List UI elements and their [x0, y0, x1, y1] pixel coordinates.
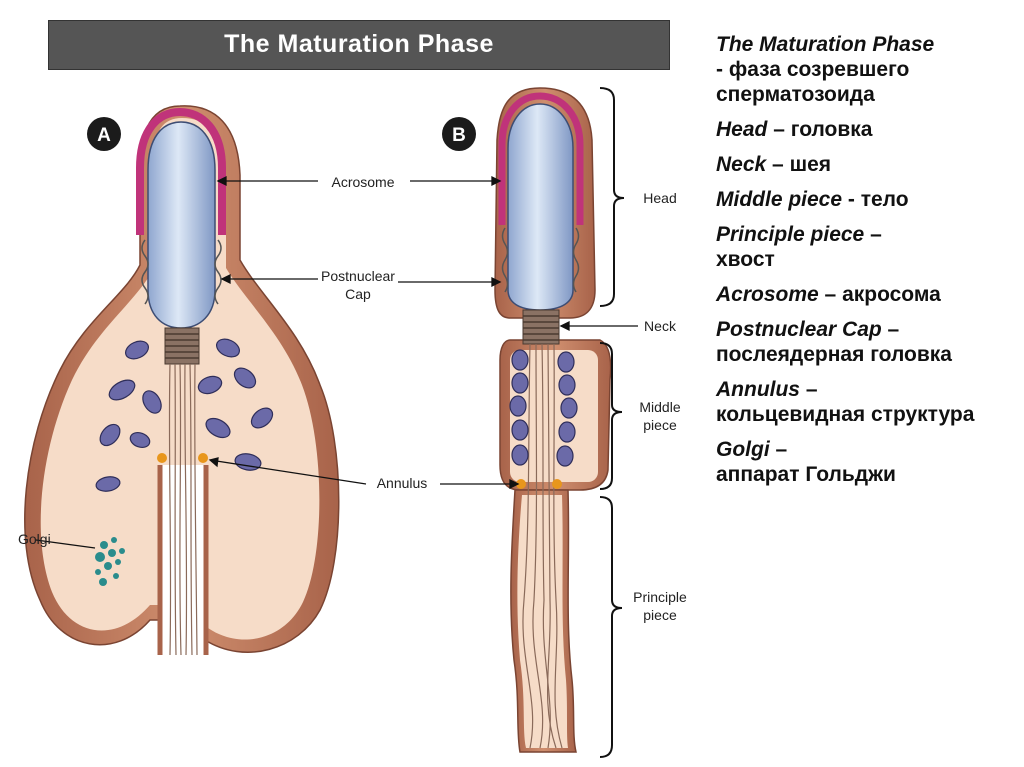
golgi-body — [95, 537, 125, 586]
figure-title: The Maturation Phase — [224, 30, 494, 58]
acrosome-a — [136, 107, 226, 235]
panel-b-letter: B — [452, 125, 466, 146]
legend-entry: Middle piece - тело — [716, 187, 1016, 212]
title-bar: The Maturation Phase — [48, 20, 670, 70]
legend-translation: - фаза созревшего сперматозоида — [716, 58, 910, 106]
axoneme-b — [522, 343, 563, 749]
label-principle-1: Principle — [633, 589, 687, 605]
label-principle-2: piece — [643, 607, 677, 623]
legend-translation: головка — [790, 118, 873, 141]
legend-sep: – — [864, 223, 882, 246]
legend-translation: кольцевидная структура — [716, 403, 975, 426]
panel-a-letter: A — [97, 125, 111, 146]
neck-coil-a — [164, 327, 200, 365]
label-head: Head — [643, 190, 676, 206]
legend-entry: Head – головка — [716, 117, 1016, 142]
legend-entry: Acrosome – акросома — [716, 282, 1016, 307]
annulus-b — [516, 479, 526, 489]
mitochondria-b — [509, 349, 578, 467]
legend-entry: Annulus – кольцевидная структура — [716, 377, 1016, 427]
legend-translation: тело — [860, 188, 909, 211]
legend-term: Acrosome — [716, 283, 819, 306]
annulus-a-right — [198, 453, 208, 463]
translation-legend: The Maturation Phase- фаза созревшего сп… — [716, 32, 1016, 497]
acrosome-b — [498, 92, 584, 225]
legend-translation: аппарат Гольджи — [716, 463, 896, 486]
nucleus-a — [147, 121, 216, 329]
axoneme-a — [168, 363, 198, 656]
maturation-phase-figure: The Maturation Phase — [18, 20, 687, 758]
label-golgi: Golgi — [18, 531, 51, 547]
legend-term: Annulus — [716, 378, 800, 401]
label-postnuclear-1: Postnuclear — [321, 268, 395, 284]
legend-sep: – — [766, 153, 790, 176]
legend-sep: – — [881, 318, 900, 341]
legend-term: Principle piece — [716, 223, 865, 246]
legend-term: Golgi — [716, 438, 770, 461]
legend-entry: The Maturation Phase- фаза созревшего сп… — [716, 32, 1016, 107]
legend-entry: Golgi – аппарат Гольджи — [716, 437, 1016, 487]
legend-translation: акросома — [842, 283, 941, 306]
legend-sep: – — [769, 438, 788, 461]
legend-translation: хвост — [716, 248, 775, 271]
panel-a-badge — [87, 117, 121, 151]
postnuclear-cap-b — [501, 227, 580, 293]
label-annulus: Annulus — [377, 475, 428, 491]
diagram-svg: A B — [18, 87, 687, 758]
legend-term: The Maturation Phase — [716, 33, 935, 56]
label-middle-1: Middle — [639, 399, 680, 415]
legend-sep: – — [818, 283, 843, 306]
legend-entry: Neck – шея — [716, 152, 1016, 177]
brackets — [599, 87, 625, 758]
pointer-lines — [35, 175, 638, 549]
legend-entry: Principle piece – хвост — [716, 222, 1016, 272]
legend-term: Postnuclear Cap — [716, 318, 882, 341]
legend-translation: послеядерная головка — [716, 343, 952, 366]
panel-b-badge — [442, 117, 476, 151]
legend-sep: - — [842, 188, 861, 211]
postnuclear-cap-a — [141, 239, 222, 305]
legend-term: Middle piece — [716, 188, 843, 211]
nucleus-b — [507, 103, 574, 311]
legend-term: Neck — [716, 153, 767, 176]
legend-entry: Postnuclear Cap – послеядерная головка — [716, 317, 1016, 367]
label-acrosome: Acrosome — [331, 174, 394, 190]
neck-coil-b — [522, 309, 560, 345]
label-postnuclear-2: Cap — [345, 286, 371, 302]
label-neck: Neck — [644, 318, 677, 334]
legend-term: Head — [716, 118, 768, 141]
legend-translation: шея — [789, 153, 831, 176]
legend-sep: – — [767, 118, 791, 141]
label-middle-2: piece — [643, 417, 677, 433]
mitochondria-a — [95, 338, 274, 492]
legend-sep: – — [800, 378, 818, 401]
annulus-b-right — [552, 479, 562, 489]
annulus-a — [157, 453, 167, 463]
